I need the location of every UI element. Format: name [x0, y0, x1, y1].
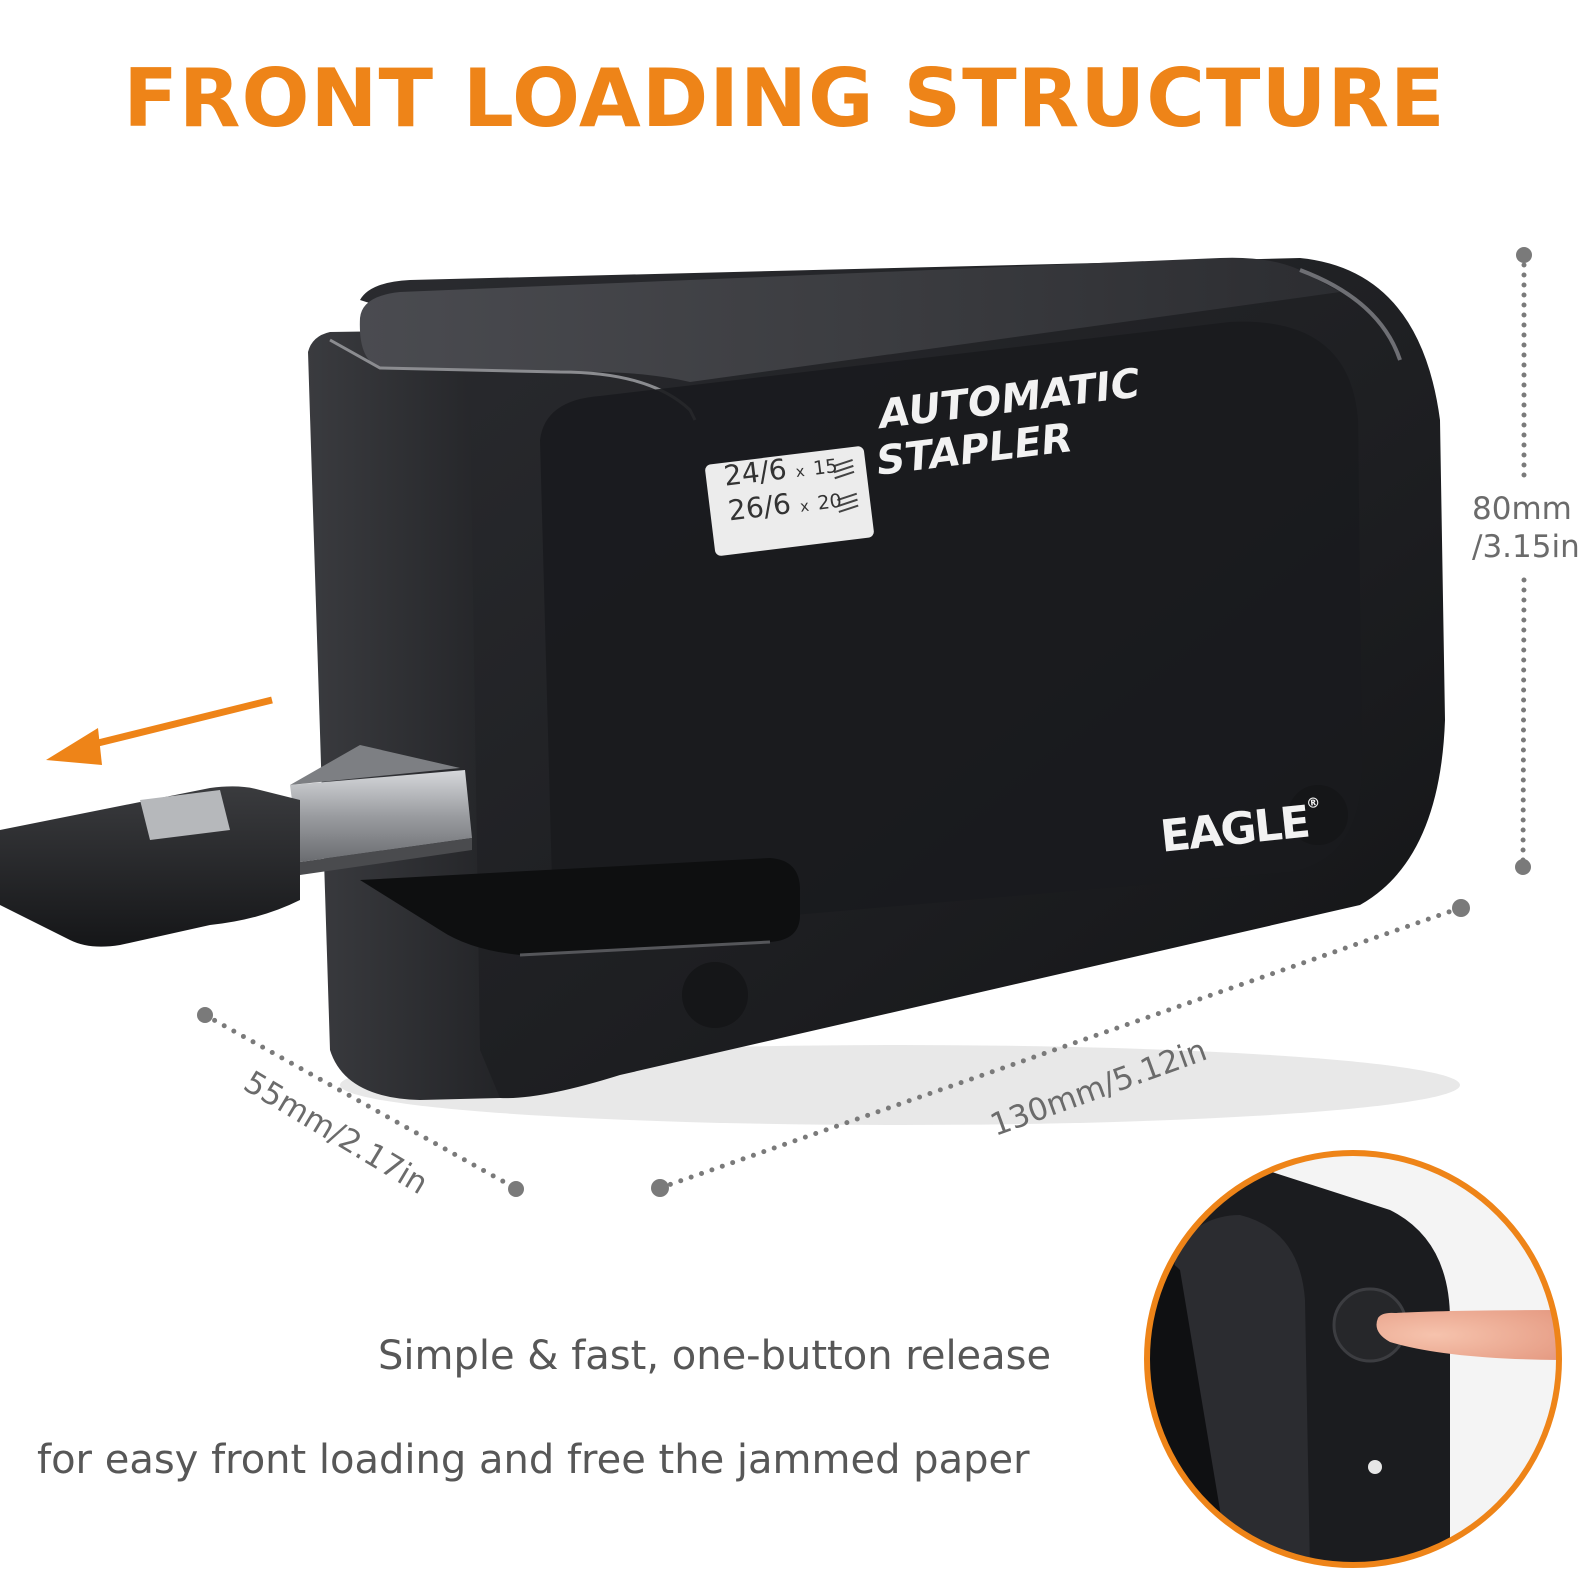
height-label: 80mm /3.15in [1472, 490, 1580, 566]
caption-line-1: Simple & fast, one-button release [378, 1333, 1052, 1379]
arrow-left-icon [46, 696, 273, 765]
magazine-slot [360, 858, 800, 955]
staple-count-2: 20 [816, 489, 843, 515]
slot-edge [519, 940, 771, 957]
height-mm: 80mm [1472, 491, 1572, 527]
handle-metal-clip [140, 790, 230, 840]
staple-stack-icon [832, 458, 859, 513]
staple-magazine [290, 770, 472, 862]
magazine-underside [300, 838, 472, 875]
stapler-lid [359, 257, 1340, 382]
caption-line-2: for easy front loading and free the jamm… [37, 1437, 1030, 1483]
button-closeup-inset [1144, 1150, 1562, 1568]
staple-size-1: 24/6 [722, 452, 789, 493]
staple-x-1: x [794, 462, 806, 482]
lid-corner-highlight [1299, 268, 1402, 361]
spec-sticker-text: 24/6 x 15 26/6 x 20 [722, 446, 843, 527]
dimension-lines [197, 247, 1532, 1197]
release-button-side[interactable] [682, 962, 748, 1028]
magazine-top [290, 745, 460, 785]
page-title: FRONT LOADING STRUCTURE [123, 52, 1446, 145]
release-button-front[interactable] [1288, 785, 1348, 845]
spec-sticker [705, 446, 874, 556]
height-in: /3.15in [1472, 529, 1580, 565]
staple-count-1: 15 [812, 455, 839, 480]
brand-registered-mark: ® [1305, 795, 1322, 813]
staple-x-2: x [798, 496, 811, 516]
